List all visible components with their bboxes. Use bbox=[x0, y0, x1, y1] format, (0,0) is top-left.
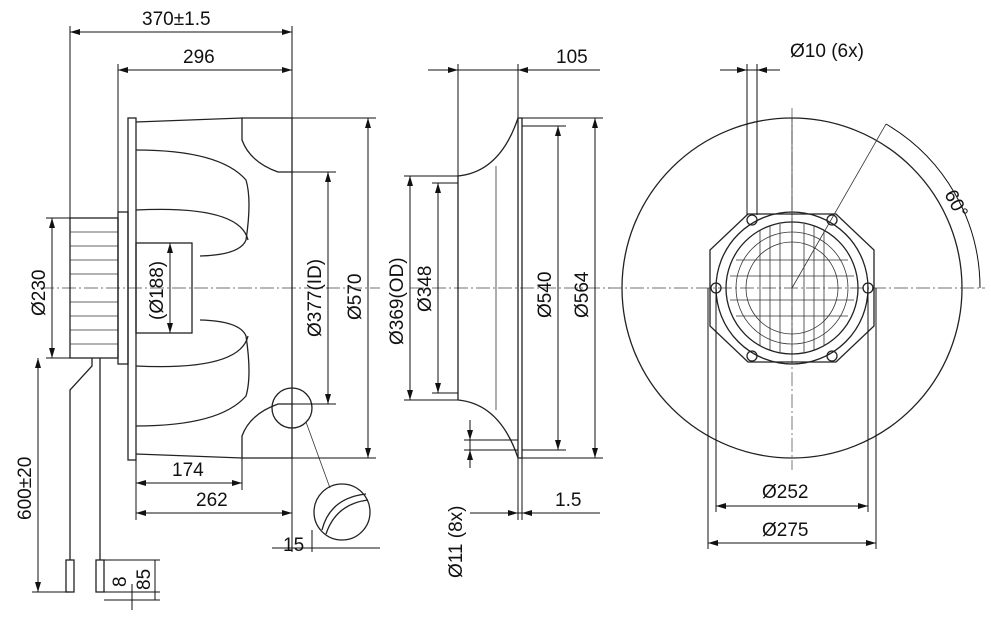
flange-540-label: Ø540 bbox=[535, 272, 556, 318]
bolt-circle-275-label: Ø275 bbox=[762, 520, 808, 541]
flange-thickness-label: 1.5 bbox=[555, 490, 581, 511]
length-174-label: 174 bbox=[172, 460, 204, 481]
outer-diameter-label: Ø369(OD) bbox=[387, 257, 408, 345]
nozzle-depth-label: 105 bbox=[556, 47, 588, 68]
flange-564-label: Ø564 bbox=[572, 271, 593, 318]
side-view: 370±1.5 296 Ø230 (Ø188) Ø377(ID) Ø570 bbox=[15, 9, 380, 610]
lead-85-label: 85 bbox=[134, 569, 155, 590]
nozzle-348-label: Ø348 bbox=[415, 266, 436, 312]
overall-length-label: 370±1.5 bbox=[142, 9, 211, 30]
wheel-diameter-label: Ø570 bbox=[345, 274, 366, 320]
cable-length-label: 600±20 bbox=[15, 457, 36, 520]
bolt-circle-252-label: Ø252 bbox=[762, 482, 808, 503]
length-262-label: 262 bbox=[196, 490, 228, 511]
body-length-label: 296 bbox=[183, 47, 215, 68]
lead-8-label: 8 bbox=[110, 576, 131, 587]
flange-holes-label: Ø11 (8x) bbox=[446, 505, 467, 578]
detail-15-label: 15 bbox=[283, 535, 304, 556]
hub-diameter-label: (Ø188) bbox=[147, 261, 168, 320]
front-view: 60° Ø10 (6x) Ø252 Ø275 bbox=[608, 41, 985, 549]
mount-holes-label: Ø10 (6x) bbox=[790, 41, 864, 62]
nozzle-view: 105 Ø369(OD) Ø348 Ø540 Ø564 1.5 bbox=[387, 47, 610, 578]
motor-diameter-label: Ø230 bbox=[29, 270, 50, 316]
angle-label: 60° bbox=[940, 186, 972, 221]
inner-diameter-label: Ø377(ID) bbox=[305, 259, 326, 337]
